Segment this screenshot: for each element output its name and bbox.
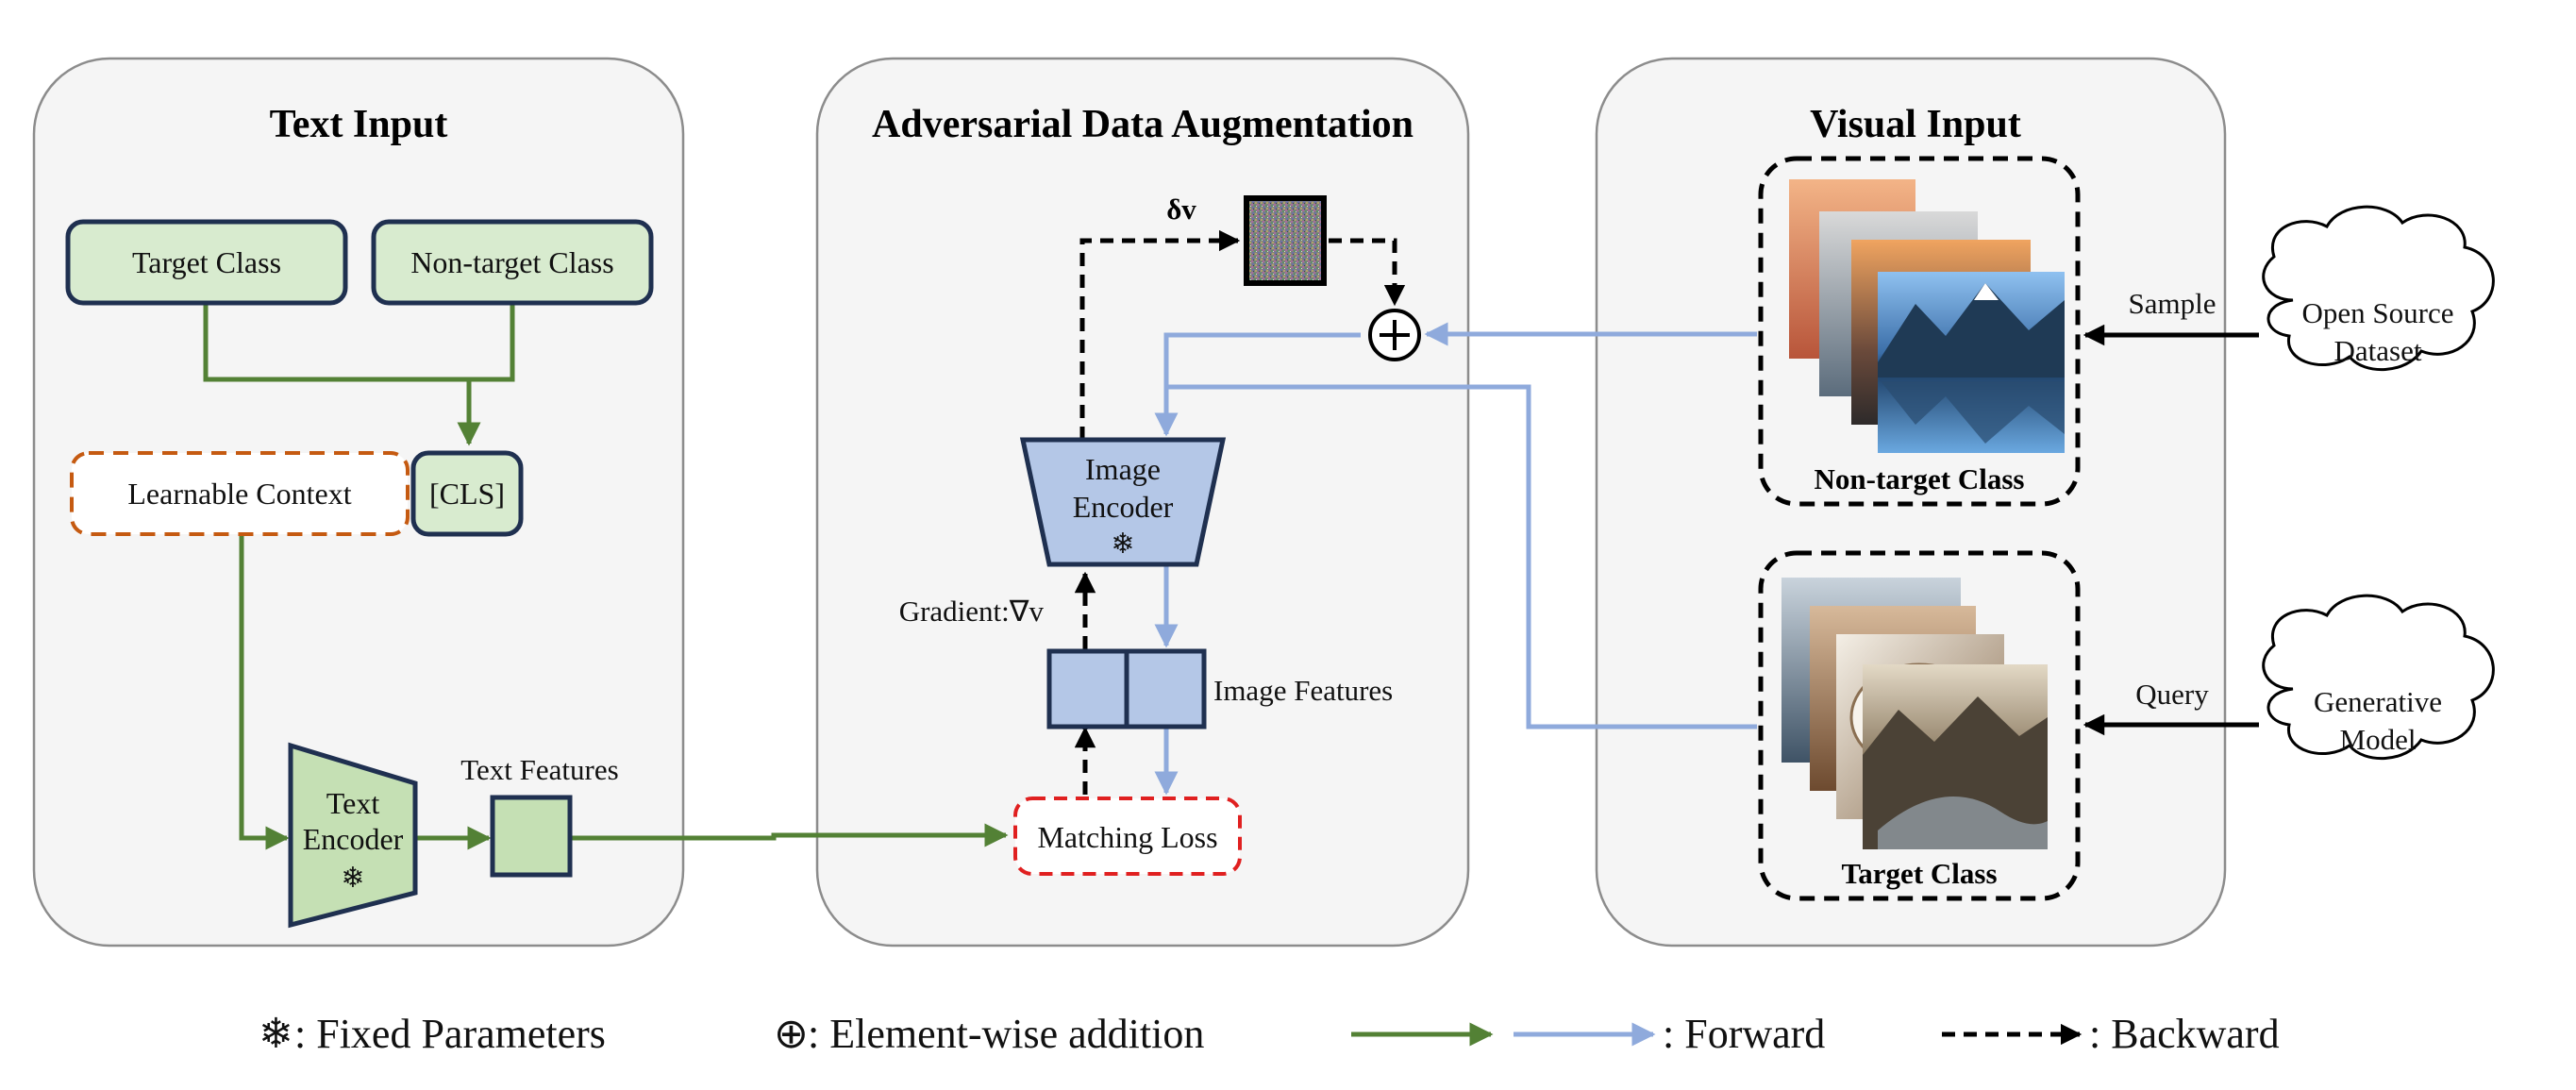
gradient-label: Gradient:∇v [899,595,1045,628]
matching-loss-box: Matching Loss [1013,797,1242,876]
legend-forward: : Forward [1663,1011,1825,1057]
image-features-label: Image Features [1213,674,1393,707]
non-target-image-stack [1789,179,2065,453]
text-encoder-label-line1: Text [326,786,380,820]
cls-token-label: [CLS] [429,477,505,511]
circled-plus-icon [1368,309,1421,361]
target-class-group: Target Class [1758,550,2081,901]
snowflake-icon: ❄ [341,863,364,894]
matching-loss-label: Matching Loss [1037,820,1217,854]
generative-line1: Generative [2314,685,2442,718]
legend-element-wise-addition: : Element-wise addition [808,1011,1204,1057]
target-class-caption: Target Class [1841,857,1997,890]
visual-input-title: Visual Input [1810,103,2021,146]
target-class-label: Target Class [132,245,281,279]
adversarial-title: Adversarial Data Augmentation [872,103,1413,146]
query-label: Query [2135,678,2209,711]
learnable-context-label: Learnable Context [127,477,351,511]
open-source-dataset-cloud: Open Source Dataset [2262,205,2495,371]
image-features-box [1046,648,1207,729]
snowflake-icon: ❄ [1111,528,1134,560]
black-backward-arrows [1074,229,1406,795]
snowflake-icon: ❄ [259,1011,293,1057]
open-source-line2: Dataset [2334,334,2422,367]
text-features-label: Text Features [460,753,618,786]
text-input-connectors [203,304,1009,850]
cls-token-box: [CLS] [410,450,524,537]
text-input-title: Text Input [270,103,448,146]
text-encoder: Text Encoder ❄ [288,742,418,929]
non-target-class-group: Non-target Class [1758,156,2081,507]
learnable-context-box: Learnable Context [70,451,410,536]
delta-v-label: δv [1166,193,1196,226]
text-features-box [490,795,573,878]
image-encoder: Image Encoder ❄ [1019,437,1227,567]
source-arrows [2083,324,2259,736]
legend-backward: : Backward [2089,1011,2280,1057]
sample-label: Sample [2129,287,2216,320]
target-image-stack [1781,578,2048,849]
generative-line2: Model [2340,723,2417,756]
open-source-line1: Open Source [2302,296,2454,329]
perturbation-noise [1244,195,1327,286]
non-target-class-box: Non-target Class [371,219,654,306]
generative-model-cloud: Generative Model [2262,594,2495,760]
image-encoder-label-line1: Image [1085,452,1161,486]
image-encoder-label-line2: Encoder [1073,490,1174,524]
blue-forward-arrows [1154,322,1757,796]
non-target-class-label: Non-target Class [410,245,613,279]
non-target-class-caption: Non-target Class [1815,462,2025,495]
text-encoder-label-line2: Encoder [303,822,404,856]
circled-plus-icon: ⊕ [774,1011,809,1057]
legend: ❄ : Fixed Parameters ⊕ : Element-wise ad… [259,1011,2280,1057]
target-class-box: Target Class [65,219,348,306]
legend-fixed-parameters: : Fixed Parameters [294,1011,606,1057]
